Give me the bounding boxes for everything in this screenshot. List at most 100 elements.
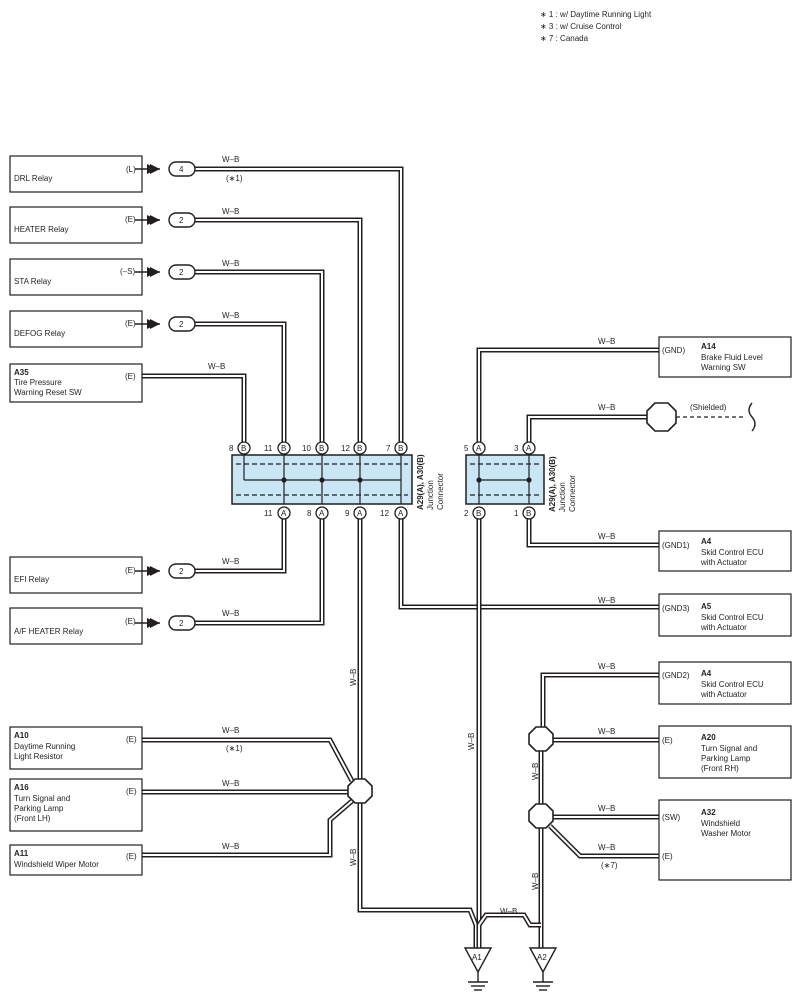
- drl-relay-terminal: (L): [126, 165, 136, 174]
- connector-af-heater: [168, 615, 196, 631]
- turn-lamp-rh-box: [658, 725, 792, 779]
- label-tire-pressure: W–B: [208, 362, 225, 371]
- skid-ecu-gnd2-terminal: (GND2): [662, 671, 690, 680]
- tire-pressure-sw-terminal: (E): [125, 372, 136, 381]
- wiper-motor-terminal: (E): [126, 852, 137, 861]
- left-components: DRL Relay (L) HEATER Relay (E) STA Relay…: [9, 155, 143, 876]
- jr-bot-pin-1: [522, 506, 536, 520]
- jl-top-pin-8-num: 8: [229, 444, 234, 453]
- label-drl: W–B: [222, 155, 239, 164]
- junction-right-sub-2: Connector: [568, 475, 577, 512]
- jl-bot-pin-12-letter: A: [398, 509, 404, 518]
- wire-ground-bridge-inner: [478, 914, 541, 926]
- af-heater-relay-box: [9, 607, 143, 645]
- wiper-motor-name: Windshield Wiper Motor: [14, 860, 99, 869]
- turn-lamp-rh-terminal: (E): [662, 736, 673, 745]
- connector-sta: [168, 264, 196, 280]
- label-drl-note: (∗1): [226, 174, 243, 183]
- jl-top-pin-12-num: 12: [341, 444, 350, 453]
- washer-motor-name-1: Windshield: [701, 819, 740, 828]
- jr-bot-pin-2-num: 2: [464, 509, 469, 518]
- label-splice-lower-vertical: W–B: [349, 849, 358, 866]
- jl-top-pin-7-letter: B: [398, 444, 403, 453]
- jr-top-pin-3-letter: A: [526, 444, 532, 453]
- label-af-heater: W–B: [222, 609, 239, 618]
- wire-af-heater-inner: [194, 519, 323, 624]
- jl-bot-pin-9-letter: A: [357, 509, 363, 518]
- jl-top-pin-11-num: 11: [264, 444, 273, 453]
- skid-ecu-gnd3-code: A5: [701, 602, 712, 611]
- jl-top-pin-10: [315, 441, 329, 455]
- ground-a1-triangle: [463, 947, 493, 974]
- jr-top-pin-5: [472, 441, 486, 455]
- label-heater: W–B: [222, 207, 239, 216]
- note-3: ∗ 3 : w/ Cruise Control: [540, 22, 622, 31]
- label-gnd2: W–B: [598, 662, 615, 671]
- splice-right-upper: [528, 726, 554, 752]
- washer-motor-box: [658, 799, 792, 881]
- jl-top-pin-12-letter: B: [357, 444, 362, 453]
- turn-lamp-lh-code: A16: [14, 783, 29, 792]
- skid-ecu-gnd3-terminal: (GND3): [662, 604, 690, 613]
- wire-gnd1-outer: [526, 519, 659, 548]
- turn-lamp-rh-name-1: Turn Signal and: [701, 744, 757, 753]
- label-splice-vertical: W–B: [349, 669, 358, 686]
- wire-gnd2-outer: [540, 672, 659, 727]
- wire-efi-inner: [194, 519, 285, 572]
- junction-pins: B 8 B 11 B 10 B 12 B 7 A 11 A 8 A 9 A 12…: [229, 441, 536, 520]
- label-gnd1: W–B: [598, 532, 615, 541]
- jl-bot-pin-8-letter: A: [319, 509, 325, 518]
- shield-splice: [646, 402, 677, 432]
- turn-lamp-lh-terminal: (E): [126, 787, 137, 796]
- wires: [142, 166, 659, 948]
- efi-relay-name: EFI Relay: [14, 575, 49, 584]
- wire-heater-inner: [194, 219, 361, 442]
- shielded-label: (Shielded): [690, 403, 727, 412]
- defog-relay-name: DEFOG Relay: [14, 329, 65, 338]
- note-7: ∗ 7 : Canada: [540, 34, 589, 43]
- wire-sta-outer: [194, 269, 325, 442]
- drl-resistor-code: A10: [14, 731, 29, 740]
- jl-top-pin-10-letter: B: [319, 444, 324, 453]
- sta-relay-name: STA Relay: [14, 277, 51, 286]
- jr-bot-pin-1-num: 1: [514, 509, 519, 518]
- jl-bot-pin-11: [277, 506, 291, 520]
- ground-a2-triangle: [528, 947, 558, 974]
- label-shield: W–B: [598, 403, 615, 412]
- drl-relay-name: DRL Relay: [14, 174, 52, 183]
- washer-motor-terminal-sw: (SW): [662, 813, 681, 822]
- heater-relay-terminal: (E): [125, 215, 136, 224]
- label-turn-rh: W–B: [598, 727, 615, 736]
- connector-af-heater-pin: 2: [179, 619, 184, 628]
- label-ground-bridge: W–B: [500, 907, 517, 916]
- wire-gnd1-inner: [528, 519, 659, 546]
- wire-gnd2-inner: [542, 674, 659, 727]
- wire-tire-pressure-outer: [142, 373, 247, 442]
- connector-drl-pin: 4: [179, 165, 184, 174]
- drl-resistor-box: [9, 726, 143, 770]
- wire-gnd3-inner: [400, 519, 659, 608]
- tire-pressure-sw-box: [9, 363, 143, 403]
- wiper-motor-code: A11: [14, 849, 29, 858]
- connector-drl: [168, 161, 196, 177]
- wire-defog-inner: [194, 323, 285, 442]
- wiper-motor-box: [9, 844, 143, 876]
- label-right-splice-vertical: W–B: [531, 763, 540, 780]
- turn-lamp-rh-code: A20: [701, 733, 716, 742]
- skid-ecu-gnd1-box: [658, 530, 792, 572]
- grounds: A1 A2: [463, 947, 558, 991]
- jr-bot-pin-2: [472, 506, 486, 520]
- splice-right-lower: [528, 803, 554, 829]
- label-efi: W–B: [222, 557, 239, 566]
- jr-bot-pin-2-letter: B: [476, 509, 481, 518]
- wire-shield-outer: [526, 414, 647, 442]
- splices: [347, 402, 677, 829]
- jl-bot-pin-11-letter: A: [281, 509, 287, 518]
- label-defog: W–B: [222, 311, 239, 320]
- skid-ecu-gnd3-box: [658, 593, 792, 637]
- junction-left-sub-1: Junction: [426, 480, 435, 510]
- tire-pressure-sw-name-2: Warning Reset SW: [14, 388, 82, 397]
- jl-top-pin-8: [237, 441, 251, 455]
- sta-relay-box: [9, 258, 143, 296]
- label-turn-lh: W–B: [222, 779, 239, 788]
